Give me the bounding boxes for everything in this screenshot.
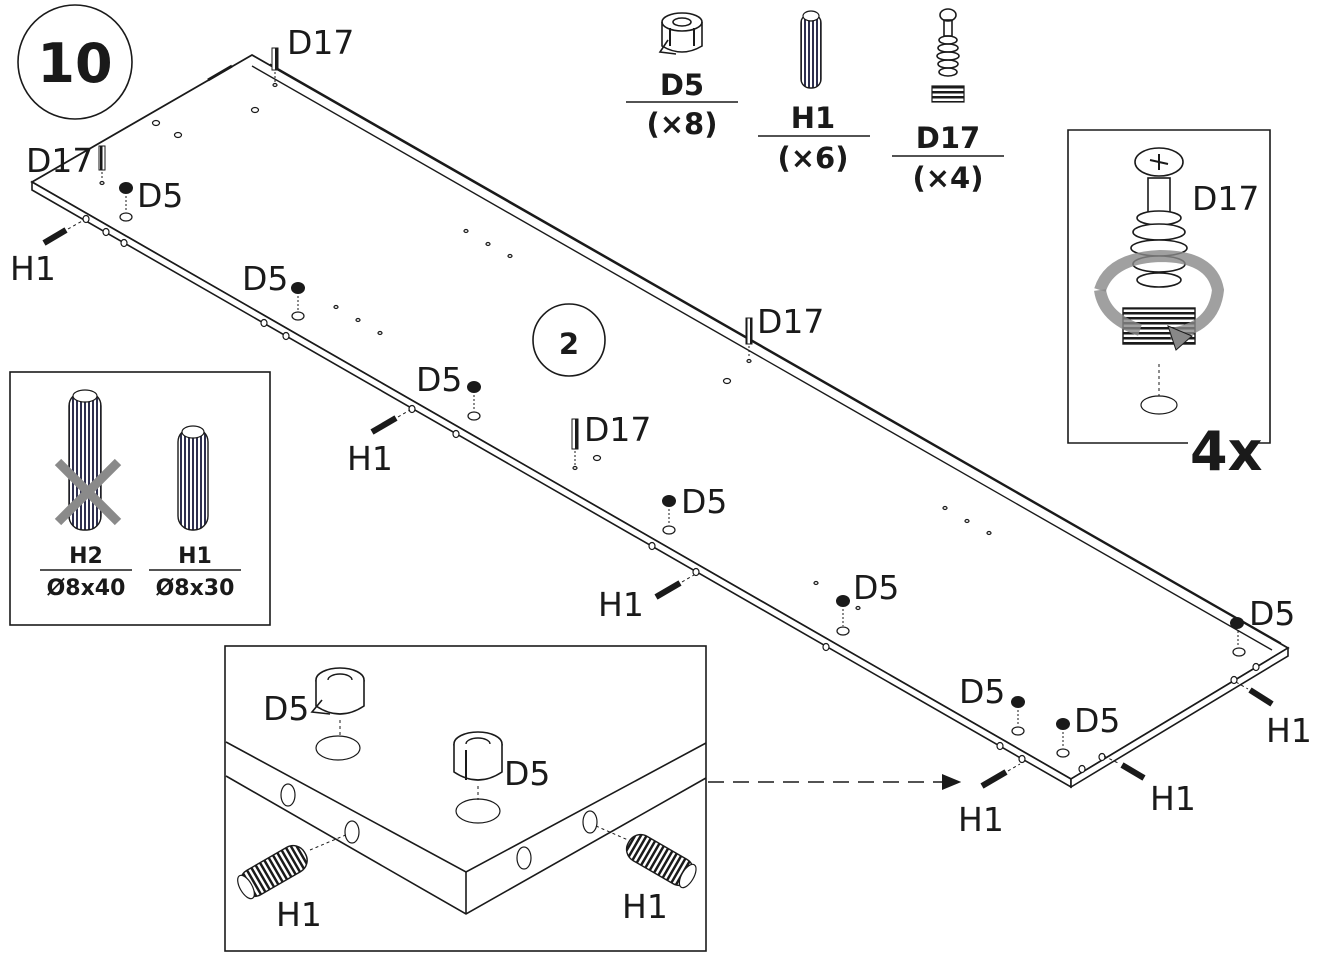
cam-bolt-icon (931, 8, 965, 103)
callout-d17: D17 (287, 23, 354, 62)
part-d17: D17 (×4) (892, 8, 1004, 195)
dowel-icon (370, 409, 411, 435)
dowel-icon (42, 219, 85, 246)
callout-d5: D5 (681, 482, 727, 521)
zoom-label-d5: D5 (504, 754, 550, 793)
dowel-icon (237, 833, 349, 900)
cam-lock-icon (453, 731, 503, 800)
panel-marker-label: 2 (559, 327, 579, 361)
callout-d17: D17 (757, 302, 824, 341)
rotate-arrow-icon (1094, 249, 1225, 351)
board-panel: 2 (30, 53, 1290, 789)
cam-bolt-icon (1122, 147, 1196, 345)
callout-d5: D5 (416, 360, 462, 399)
dowel-icon (980, 763, 1021, 789)
part-code: D5 (660, 68, 704, 102)
callout-d5: D5 (1249, 594, 1295, 633)
part-qty: (×6) (778, 141, 849, 175)
cam-lock-icon (1011, 696, 1025, 736)
callout-h1: H1 (347, 439, 393, 478)
callout-h1: H1 (598, 585, 644, 624)
part-code: H1 (791, 101, 835, 135)
bolt-detail-label: D17 (1192, 179, 1259, 218)
zoom-detail-box: D5 D5 H1 H1 (224, 645, 707, 952)
callout-d5: D5 (1074, 701, 1120, 740)
step-number: 10 (37, 32, 112, 95)
parts-list: D5 (×8) H1 (×6) D17 (626, 8, 1004, 195)
h1-dowels (42, 219, 1274, 789)
callout-labels: D17 D17 D5 H1 D5 D17 D5 D17 H1 D5 D5 H1 … (10, 23, 1312, 839)
callout-d5: D5 (853, 568, 899, 607)
callout-d17: D17 (584, 410, 651, 449)
callout-h1: H1 (1266, 711, 1312, 750)
callout-h1: H1 (958, 800, 1004, 839)
surface-holes (151, 106, 992, 611)
callout-d5: D5 (959, 672, 1005, 711)
d17-bolts (98, 47, 753, 471)
dowel-icon (800, 10, 822, 89)
cam-lock-icon (467, 381, 481, 421)
zoom-label-h1: H1 (622, 887, 668, 926)
edge-holes (82, 214, 1260, 774)
dowel-icon (1235, 681, 1274, 707)
reject-x-icon (54, 458, 122, 526)
part-code: D17 (916, 121, 980, 155)
callout-h1: H1 (10, 249, 56, 288)
callout-d5: D5 (137, 176, 183, 215)
cam-lock-icon (291, 282, 305, 321)
cam-bolt-icon (571, 418, 579, 471)
dowel-icon (595, 825, 697, 889)
part-qty: (×4) (913, 161, 984, 195)
bolt-detail-multiplier: 4x (1190, 420, 1263, 483)
dowel-icon (177, 425, 209, 531)
callout-h1: H1 (1150, 779, 1196, 818)
cam-lock-icon (1230, 617, 1246, 657)
right-dowel-size: Ø8x30 (156, 576, 235, 601)
cam-lock-icon (119, 182, 133, 222)
dowel-icon (1103, 755, 1146, 781)
bolt-detail-box: D17 4x (1067, 129, 1271, 483)
cam-lock-icon (662, 495, 676, 535)
wrong-dowel-code: H2 (69, 544, 103, 569)
cam-lock-icon (658, 12, 703, 55)
board-corner (225, 735, 707, 915)
cam-lock-icon (310, 667, 365, 736)
dowel-compare-box: H2 Ø8x40 H1 Ø8x30 (9, 371, 271, 626)
zoom-label-h1: H1 (276, 895, 322, 934)
step-number-badge: 10 (17, 4, 133, 120)
part-h1: H1 (×6) (758, 10, 870, 175)
part-qty: (×8) (647, 107, 718, 141)
cam-lock-icon (836, 595, 850, 636)
cam-bolt-icon (98, 145, 106, 186)
cam-lock-icon (1056, 718, 1070, 758)
panel-marker: 2 (532, 303, 606, 377)
callout-d17: D17 (26, 141, 93, 180)
wrong-dowel-size: Ø8x40 (47, 576, 126, 601)
cam-bolt-icon (271, 47, 279, 88)
part-d5: D5 (×8) (626, 12, 738, 141)
cam-bolt-icon (745, 317, 753, 364)
d5-cams (119, 182, 1246, 758)
zoom-label-d5: D5 (263, 689, 309, 728)
callout-d5: D5 (242, 259, 288, 298)
dowel-icon (654, 574, 695, 600)
right-dowel-code: H1 (178, 544, 212, 569)
